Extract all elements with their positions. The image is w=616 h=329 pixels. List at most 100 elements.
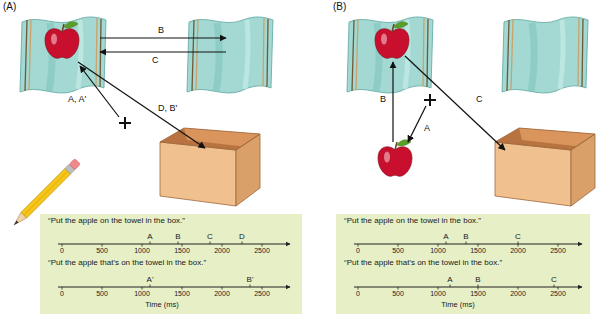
panel-label: (A) [3, 2, 16, 12]
axis-tick [262, 244, 263, 247]
timeline-label: Time (ms) [145, 301, 178, 309]
axis-tick [182, 244, 183, 247]
axis-tick [222, 287, 223, 290]
tick-label: 2500 [254, 290, 270, 297]
arrow-label: A [424, 124, 430, 133]
arrow-label: B [380, 95, 386, 104]
timeline-panel: “Put the apple on the towel in the box.”… [40, 214, 302, 314]
towel [347, 17, 433, 93]
tick-label: 2500 [550, 247, 566, 254]
tick-label: 0 [60, 290, 64, 297]
box [495, 128, 595, 206]
tick-label: 500 [96, 247, 108, 254]
apple [375, 22, 409, 59]
tick-label: 1000 [134, 290, 150, 297]
tick-label: 500 [392, 247, 404, 254]
timeline-label: B [475, 276, 480, 284]
event-tick [210, 242, 211, 245]
axis-tick [558, 287, 559, 290]
axis-tick [438, 244, 439, 247]
event-tick [250, 285, 251, 288]
axis-tick [398, 244, 399, 247]
tick-label: 2000 [214, 247, 230, 254]
axis-tick [62, 244, 63, 247]
instruction-sentence: “Put the apple on the towel in the box.” [48, 217, 185, 225]
axis-tick [518, 287, 519, 290]
apple [45, 22, 79, 59]
tick-label: 0 [356, 247, 360, 254]
timeline-label: B [463, 233, 468, 241]
timeline-label: C [207, 233, 213, 241]
event-tick [150, 242, 151, 245]
timeline-label: B [175, 233, 180, 241]
axis-tick [262, 287, 263, 290]
axis-tick [142, 287, 143, 290]
eye-movement-arrow [408, 106, 426, 142]
tick-label: 1500 [174, 247, 190, 254]
tick-label: 2500 [254, 247, 270, 254]
pencil-facet [24, 171, 68, 215]
fixation-cross [119, 117, 131, 129]
towel [20, 17, 106, 93]
arrow-label: D, B' [158, 104, 177, 113]
pencil-lead [13, 220, 19, 226]
axis-tick [358, 287, 359, 290]
arrow-label: C [152, 56, 159, 65]
event-tick [446, 242, 447, 245]
towel [187, 17, 273, 93]
timeline-label: C [551, 276, 557, 284]
timeline-label: C [515, 233, 521, 241]
time-axis [58, 244, 290, 245]
event-tick [450, 285, 451, 288]
instruction-sentence: “Put the apple that's on the towel in th… [48, 259, 206, 267]
pencil-body [21, 168, 70, 217]
tick-label: 2000 [510, 290, 526, 297]
timeline-label: A [147, 233, 152, 241]
time-axis [58, 287, 290, 288]
event-tick [150, 285, 151, 288]
eye-movement-arrow [100, 51, 226, 52]
axis-tick [438, 287, 439, 290]
axis-tick [182, 287, 183, 290]
fixation-cross [424, 94, 436, 106]
tick-label: 2000 [214, 290, 230, 297]
axis-tick [478, 287, 479, 290]
apple [378, 140, 412, 177]
axis-tick [102, 287, 103, 290]
tick-label: 2500 [550, 290, 566, 297]
event-tick [518, 242, 519, 245]
instruction-sentence: “Put the apple that's on the towel in th… [344, 259, 502, 267]
event-tick [466, 242, 467, 245]
box [160, 128, 260, 206]
timeline-label: A [447, 276, 452, 284]
tick-label: 0 [356, 290, 360, 297]
tick-label: 500 [96, 290, 108, 297]
tick-label: 500 [392, 290, 404, 297]
eye-movement-arrow [100, 37, 226, 38]
axis-tick [62, 287, 63, 290]
event-tick [178, 242, 179, 245]
time-axis [354, 287, 582, 288]
pencil-eraser [69, 159, 80, 170]
timeline-label: B' [247, 276, 254, 284]
eye-movement-arrow [80, 66, 119, 117]
eye-movement-arrow [405, 56, 505, 150]
tick-label: 2000 [510, 247, 526, 254]
eye-movement-arrow [392, 62, 393, 142]
tick-label: 1000 [430, 290, 446, 297]
timeline-panel: “Put the apple on the towel in the box.”… [336, 214, 590, 314]
instruction-sentence: “Put the apple on the towel in the box.” [344, 217, 481, 225]
axis-tick [358, 244, 359, 247]
arrow-label: C [476, 95, 483, 104]
tick-label: 1000 [134, 247, 150, 254]
event-tick [478, 285, 479, 288]
timeline-label: Time (ms) [441, 301, 474, 309]
event-tick [554, 285, 555, 288]
towel [502, 17, 588, 93]
tick-label: 1000 [430, 247, 446, 254]
tick-label: 1500 [470, 247, 486, 254]
axis-tick [102, 244, 103, 247]
tick-label: 0 [60, 247, 64, 254]
timeline-label: A [443, 233, 448, 241]
tick-label: 1500 [174, 290, 190, 297]
